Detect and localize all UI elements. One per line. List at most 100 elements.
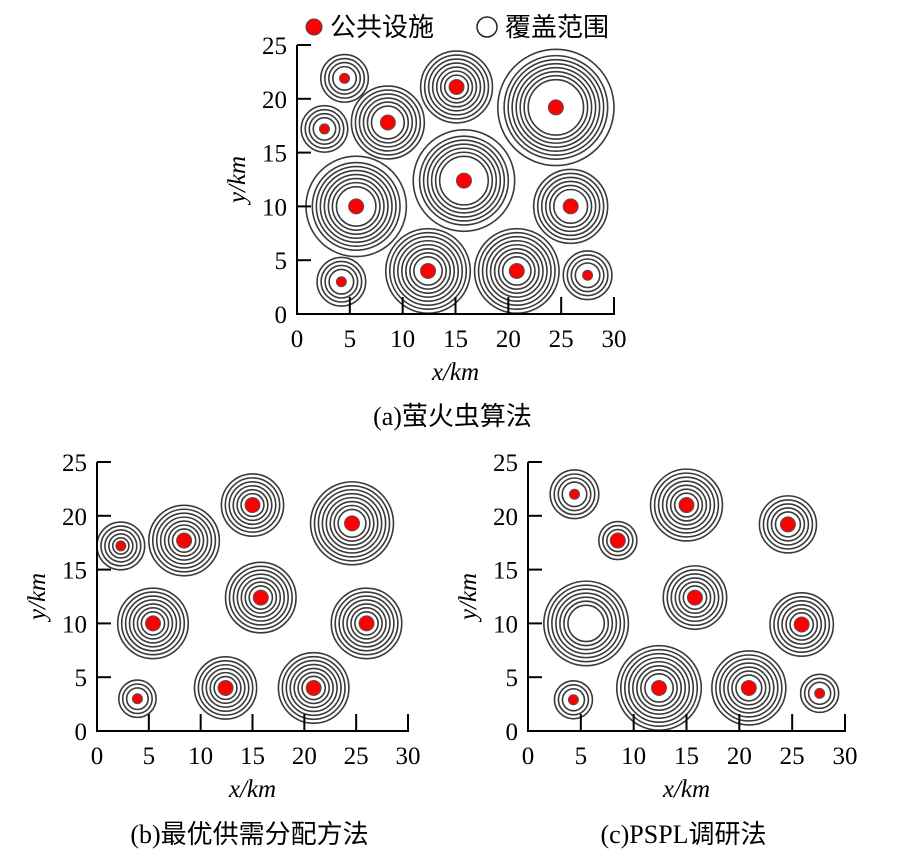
x-tick-label: 5: [143, 743, 156, 770]
coverage-ring: [342, 599, 391, 648]
coverage-ring: [412, 129, 516, 233]
x-tick-label: 5: [575, 743, 588, 770]
coverage-ring: [300, 104, 349, 153]
coverage-ring: [758, 495, 818, 554]
facility-4: [496, 48, 615, 167]
coverage-ring: [434, 151, 494, 210]
coverage-ring: [715, 654, 783, 722]
coverage-ring: [649, 468, 724, 542]
facility-point: [779, 516, 796, 533]
facility-point: [814, 687, 826, 699]
coverage-ring: [551, 588, 622, 659]
coverage-ring: [540, 176, 601, 237]
facility-point: [582, 269, 594, 281]
coverage-ring: [435, 66, 478, 108]
coverage-ring: [731, 670, 767, 706]
x-axis-label: x/km: [662, 776, 710, 803]
facility-1: [148, 504, 221, 577]
x-tick-label: 15: [240, 743, 265, 770]
coverage-ring: [515, 66, 597, 148]
facility-point: [348, 198, 365, 215]
coverage-ring: [317, 488, 387, 558]
facility-9: [711, 650, 787, 726]
coverage-ring: [523, 74, 589, 140]
coverage-ring: [413, 256, 443, 286]
coverage-ring: [151, 508, 217, 573]
coverage-ring: [224, 477, 281, 534]
coverage-ring: [331, 181, 381, 231]
facility-point: [740, 679, 757, 696]
facility-7: [117, 679, 157, 719]
facility-0: [96, 521, 146, 571]
coverage-ring: [674, 577, 716, 619]
facility-10: [473, 227, 560, 315]
coverage-ring: [602, 524, 634, 557]
coverage-ring: [240, 492, 265, 518]
coverage-ring: [205, 667, 246, 709]
coverage-ring: [632, 660, 687, 715]
coverage-ring: [213, 675, 238, 701]
y-axis-label: y/km: [455, 573, 482, 623]
coverage-ring: [116, 587, 190, 660]
coverage-ring: [762, 499, 814, 550]
coverage-ring: [628, 656, 691, 719]
coverage-ring: [723, 662, 775, 714]
facility-9: [277, 651, 350, 725]
coverage-ring: [309, 481, 395, 566]
coverage-ring: [727, 666, 771, 710]
facility-1: [300, 104, 349, 153]
coverage-ring: [392, 235, 464, 306]
coverage-ring: [640, 668, 679, 707]
coverage-ring: [104, 529, 138, 563]
coverage-ring: [536, 172, 605, 241]
facility-point: [244, 497, 261, 514]
facility-7: [532, 168, 609, 245]
coverage-ring: [657, 476, 716, 534]
chart-caption: (a)萤火虫算法: [373, 402, 532, 431]
coverage-ring: [527, 78, 585, 136]
coverage-ring: [511, 62, 601, 152]
coverage-ring: [163, 520, 205, 561]
coverage-ring: [335, 185, 377, 227]
coverage-ring: [232, 569, 289, 626]
facility-point: [339, 72, 351, 84]
coverage-ring: [304, 108, 345, 149]
coverage-ring: [346, 603, 387, 644]
coverage-ring: [388, 231, 468, 311]
coverage-ring: [319, 169, 393, 244]
coverage-ring: [653, 472, 720, 538]
coverage-ring: [281, 655, 346, 721]
coverage-ring: [497, 251, 536, 290]
coverage-ring: [769, 591, 835, 657]
coverage-ring: [171, 528, 197, 553]
coverage-ring: [125, 687, 150, 711]
coverage-ring: [197, 659, 254, 716]
coverage-ring: [673, 492, 700, 518]
facility-point: [252, 589, 269, 606]
y-tick-label: 10: [62, 611, 87, 638]
coverage-ring: [669, 488, 704, 522]
coverage-ring: [781, 604, 823, 645]
coverage-ring: [289, 663, 338, 713]
chart-caption: (c)PSPL调研法: [600, 820, 766, 849]
coverage-ring: [312, 116, 337, 141]
coverage-ring: [201, 663, 250, 712]
coverage-ring: [561, 481, 588, 508]
x-tick-label: 0: [91, 743, 104, 770]
coverage-ring: [418, 135, 510, 226]
coverage-ring: [111, 537, 130, 555]
chart-caption: (b)最优供需分配方法: [130, 820, 368, 849]
facility-point: [562, 198, 579, 215]
coverage-ring: [329, 500, 375, 546]
facility-11: [562, 250, 613, 301]
y-tick-label: 10: [493, 611, 518, 638]
coverage-ring: [301, 675, 327, 701]
facility-point: [448, 78, 465, 95]
coverage-ring: [562, 250, 613, 301]
coverage-ring: [619, 648, 699, 728]
coverage-ring: [313, 485, 391, 562]
coverage-ring: [100, 525, 142, 567]
coverage-ring: [244, 581, 278, 614]
y-tick-label: 20: [62, 504, 87, 531]
